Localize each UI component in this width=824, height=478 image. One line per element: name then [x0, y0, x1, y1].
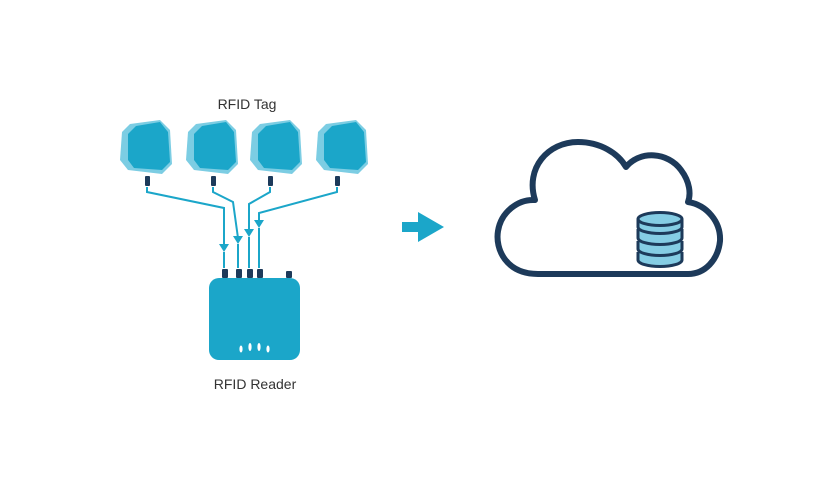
cloud-icon [494, 139, 723, 277]
signal-line [248, 187, 271, 231]
rfid-tag-label: RFID Tag [217, 96, 277, 112]
signal-line [258, 187, 338, 222]
signal-line [146, 187, 225, 246]
right-arrow-icon [402, 212, 444, 242]
rfid-tag-icon [316, 120, 368, 174]
rfid-tag-icon [120, 120, 172, 174]
rfid-reader-label: RFID Reader [213, 376, 297, 392]
signal-line [212, 187, 239, 239]
tag-antenna-stubs [145, 176, 340, 186]
rfid-reader-icon [209, 269, 300, 360]
signal-lines [146, 187, 338, 246]
rfid-tag-icon [186, 120, 238, 174]
rfid-tag-icon [250, 120, 302, 174]
signal-arrowheads [219, 220, 264, 252]
database-icon [636, 211, 684, 268]
reader-antenna-lines [223, 228, 260, 268]
